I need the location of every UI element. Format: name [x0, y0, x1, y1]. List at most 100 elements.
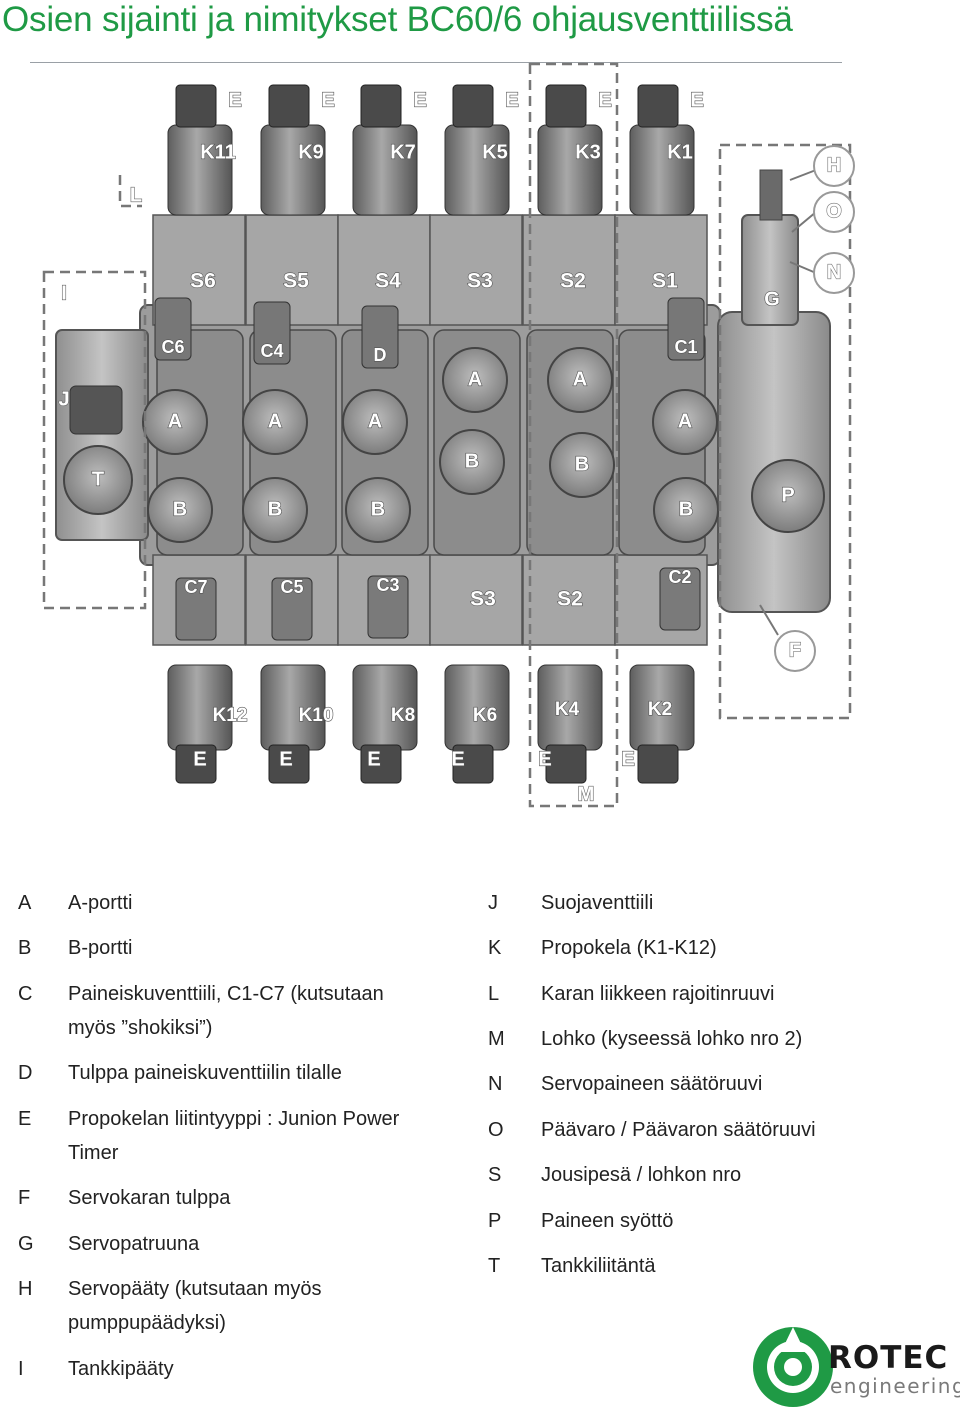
connector-bottom: [268, 744, 310, 784]
port-a: [242, 389, 308, 455]
relief-valve-label-bottom: C2: [668, 567, 691, 587]
solenoid-coil-top: [352, 124, 418, 216]
connector-bottom: [175, 744, 217, 784]
relief-valve-label-top: D: [374, 345, 387, 365]
legend-text: Jousipesä / lohkon nro: [541, 1158, 741, 1192]
connector-label-top: E: [321, 89, 334, 111]
legend-text-line: Servokaran tulppa: [68, 1187, 231, 1209]
relief-valve-top: [361, 305, 399, 369]
legend-key: A: [18, 892, 32, 914]
legend-key: J: [488, 892, 498, 914]
coil-label-top: K9: [298, 141, 324, 163]
port-b-label: B: [173, 498, 187, 520]
tank-end-callout-box: [42, 270, 147, 610]
legend-text: Tulppa paineiskuventtiilin tilalle: [68, 1056, 342, 1090]
legend-text: Tankkipääty: [68, 1352, 174, 1386]
legend-key: N: [488, 1073, 503, 1095]
relief-valve-top: [253, 301, 291, 365]
spring-cover-label-top: S2: [560, 270, 586, 293]
solenoid-coil-top: [537, 124, 603, 216]
legend-text-line: A-portti: [68, 892, 133, 914]
relief-valve-label-top: C6: [161, 337, 184, 357]
connector-bottom: [637, 744, 679, 784]
coil-label-bottom: K8: [391, 705, 415, 726]
connector-top: [452, 84, 494, 128]
pressure-port: [751, 459, 825, 533]
coil-label-top: K7: [390, 141, 416, 163]
port-b-label: B: [679, 498, 693, 520]
connector-bottom: [360, 744, 402, 784]
port-a: [652, 389, 718, 455]
legend-text-line: Tulppa paineiskuventtiilin tilalle: [68, 1062, 342, 1084]
spring-cover-top: [429, 214, 523, 326]
title-divider: [30, 62, 842, 63]
legend-key: L: [488, 983, 500, 1005]
protection-valve: [69, 385, 123, 435]
connector-label-top: E: [598, 89, 611, 111]
legend-key: S: [488, 1164, 502, 1186]
relief-valve-top: [154, 297, 192, 361]
label-J: J: [58, 388, 69, 410]
connector-top: [268, 84, 310, 128]
connector-label-bottom: E: [538, 748, 551, 770]
legend-key: D: [18, 1062, 33, 1084]
legend-text: A-portti: [68, 886, 132, 920]
solenoid-coil-top: [629, 124, 695, 216]
port-a-label: A: [368, 410, 382, 432]
legend-text: Servopaineen säätöruuvi: [541, 1067, 762, 1101]
spring-cover-label-bottom: S3: [470, 588, 496, 611]
solenoid-coil-top: [444, 124, 510, 216]
label-F-circle: [774, 630, 816, 672]
port-b: [242, 477, 308, 543]
legend-text: Paineen syöttö: [541, 1204, 673, 1238]
relief-valve-bottom: [659, 567, 701, 631]
legend-text-line: Lohko (kyseessä lohko nro 2): [541, 1028, 803, 1050]
label-P: P: [781, 484, 794, 506]
legend-text: Servopatruuna: [68, 1227, 199, 1261]
coil-label-top: K1: [667, 141, 693, 163]
logo-name: ROTEC: [828, 1340, 949, 1376]
coil-label-bottom: K12: [213, 705, 248, 726]
legend-key: B: [18, 937, 32, 959]
relief-valve-label-top: C4: [260, 341, 283, 361]
legend-text-line: Propokela (K1-K12): [541, 937, 717, 959]
label-N: N: [827, 261, 841, 283]
connector-label-bottom: E: [193, 748, 206, 770]
spring-cover-top: [522, 214, 616, 326]
port-b-label: B: [371, 498, 385, 520]
logo-subtitle: engineering: [830, 1374, 960, 1398]
label-H: H: [827, 154, 841, 176]
label-F: F: [789, 639, 801, 661]
label-O: O: [826, 200, 842, 222]
legend-key: K: [488, 937, 502, 959]
relief-valve-bottom: [367, 575, 409, 639]
connector-label-bottom: E: [451, 748, 464, 770]
legend-key: C: [18, 983, 33, 1005]
legend-text-line: pumppupäädyksi): [68, 1312, 226, 1334]
port-b: [439, 429, 505, 495]
legend-key: G: [18, 1233, 34, 1255]
coil-label-top: K3: [575, 141, 601, 163]
section-callout-box: [528, 62, 619, 808]
port-b: [345, 477, 411, 543]
legend-text-line: Jousipesä / lohkon nro: [541, 1164, 742, 1186]
relief-valve-label-bottom: C5: [280, 577, 303, 597]
connector-bottom: [545, 744, 587, 784]
relief-valve-top: [667, 297, 705, 361]
port-a: [442, 347, 508, 413]
connector-label-top: E: [505, 89, 518, 111]
connector-top: [637, 84, 679, 128]
legend-text-line: Päävaro / Päävaron säätöruuvi: [541, 1119, 816, 1141]
legend-key: M: [488, 1028, 505, 1050]
relief-valve-label-top: C1: [674, 337, 697, 357]
connector-label-bottom: E: [621, 748, 634, 770]
port-b: [653, 477, 719, 543]
legend-key: P: [488, 1210, 502, 1232]
legend-text-line: Timer: [68, 1142, 119, 1164]
legend-text-line: Tankkiliitäntä: [541, 1255, 656, 1277]
relief-valve-label-bottom: C3: [376, 575, 399, 595]
legend-text-line: Servopaineen säätöruuvi: [541, 1073, 763, 1095]
